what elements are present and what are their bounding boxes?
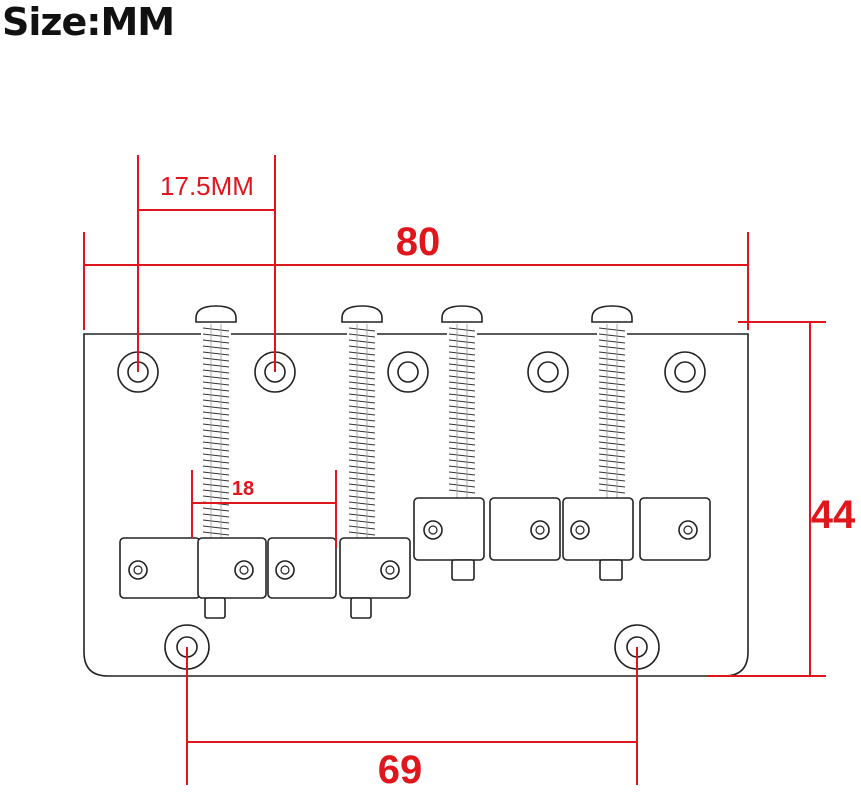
label-screw-spacing: 17.5MM — [160, 171, 254, 201]
dimension-mount-hole-spacing: 69 — [186, 647, 638, 792]
dimension-overall-width: 80 — [83, 220, 749, 330]
dimension-height: 44 — [708, 321, 856, 677]
label-mount-hole-spacing: 69 — [378, 748, 423, 792]
saddle-4 — [339, 537, 411, 599]
saddle-7 — [562, 497, 634, 561]
saddle-6 — [489, 497, 561, 561]
label-height: 44 — [811, 493, 856, 537]
screw-heads — [195, 305, 633, 323]
spring-3 — [447, 324, 477, 498]
saddles-right — [413, 497, 711, 581]
spring-1 — [201, 324, 231, 538]
label-saddle-width: 18 — [232, 478, 254, 500]
saddle-5 — [413, 497, 485, 561]
dimension-screw-spacing: 17.5MM — [137, 155, 276, 372]
dimension-saddle-width: 18 — [191, 470, 337, 548]
saddles-left — [119, 537, 411, 619]
saddle-2 — [197, 537, 267, 599]
label-overall-width: 80 — [396, 220, 441, 264]
top-mount-holes — [117, 351, 706, 393]
spring-2 — [347, 324, 377, 538]
diagram-title: Size:MM — [2, 0, 175, 44]
saddle-3 — [267, 537, 337, 599]
spring-4 — [597, 324, 627, 498]
saddle-8 — [639, 497, 711, 561]
